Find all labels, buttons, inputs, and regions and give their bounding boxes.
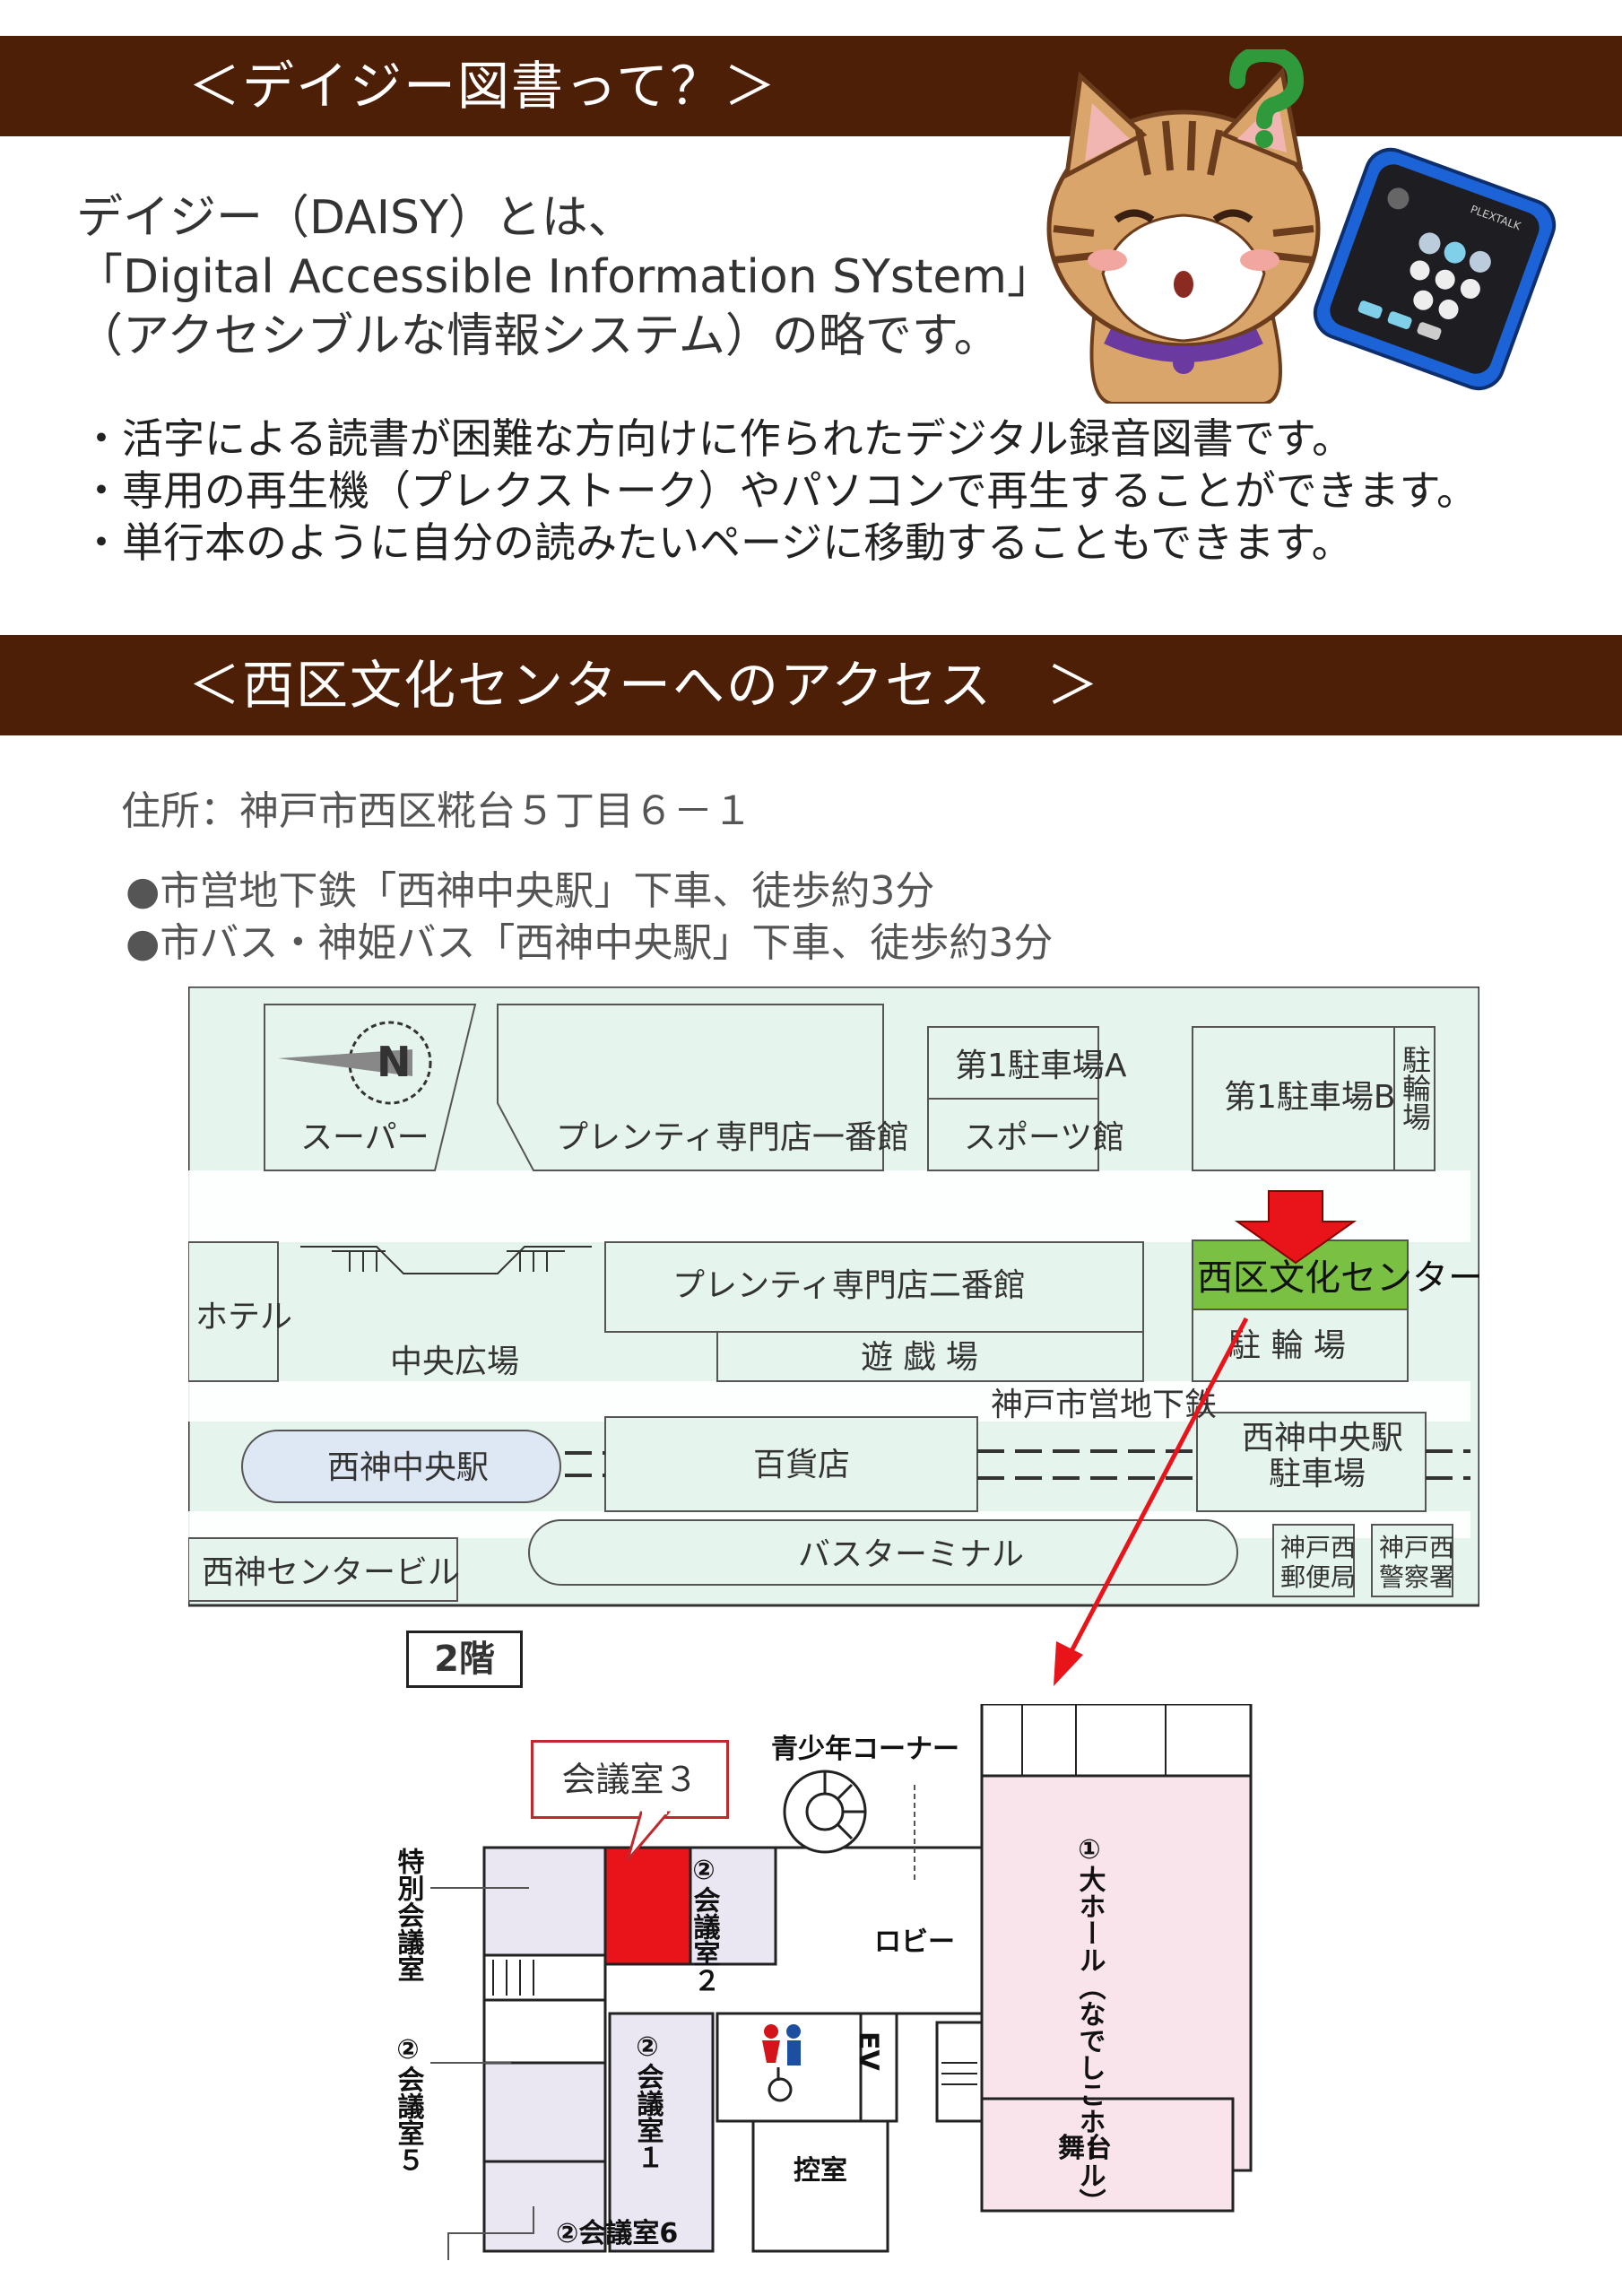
map-label-plaza: 中央広場 [390,1344,519,1380]
room3-callout: 会議室３ [531,1740,729,1819]
down-arrow-icon [1234,1190,1357,1265]
map-label-post-office-2: 郵便局 [1280,1562,1356,1592]
map-label-police: 神戸西 [1379,1533,1454,1562]
list-item: ・活字による読書が困難な方向けに作られたデジタル録音図書です。 [81,414,1354,463]
map-label-hotel: ホテル [195,1299,292,1335]
map-label-plenty2: プレンティ専門店二番館 [672,1267,1026,1304]
daisy-intro: デイジー（DAISY）とは、 「Digital Accessible Infor… [76,188,1054,366]
route-list: ●市営地下鉄「西神中央駅」下車、徒歩約3分 ●市バス・神姫バス「西神中央駅」下車… [126,865,1053,970]
floor-label-room1: ②会議室１ [632,2031,664,2170]
question-mark-icon [1229,49,1305,148]
floor-label-hall: ①大ホール（なでしこホール） [1074,1834,1106,2215]
north-label: N [377,1038,412,1086]
map-label-center-bldg: 西神センタービル [202,1554,460,1591]
map-label-station: 西神中央駅 [327,1449,489,1486]
area-map: N スーパー プレンティ専門店一番館 第1駐車場A スポーツ館 第1駐車場B 駐… [188,987,1479,1607]
map-label-post-office: 神戸西 [1280,1533,1356,1562]
floor-label-room2: ②会議室２ [689,1855,721,1994]
floor-label-ev: EV [853,2031,884,2071]
map-label-police-2: 警察署 [1379,1562,1454,1592]
section-heading-access: ＜西区文化センターへのアクセス ＞ [0,635,1622,735]
floor-label-lobby: ロビー [874,1926,955,1958]
map-label-subway: 神戸市営地下鉄 [991,1387,1217,1423]
list-item: ・単行本のように自分の読みたいページに移動することもできます。 [81,518,1353,567]
map-label-parking-b: 第1駐車場B [1224,1079,1396,1116]
floor-label-room6: ②会議室6 [556,2218,678,2249]
room3-callout-text: 会議室３ [561,1760,698,1799]
map-label-arcade: 遊 戯 場 [861,1339,978,1376]
address: 住所：神戸市西区糀台５丁目６－１ [121,788,752,834]
section-heading-text: ＜西区文化センターへのアクセス ＞ [188,655,1101,716]
section-heading-text: ＜デイジー図書って？＞ [188,56,778,117]
spiral-stairs-icon [783,1770,867,1854]
section-heading-daisy: ＜デイジー図書って？＞ [0,36,1622,136]
floor-label-waiting: 控室 [794,2155,847,2187]
map-label-station-parking: 西神中央駅 [1242,1420,1403,1457]
daisy-player-device-icon: PLEXTALK [1313,147,1557,391]
map-label-supermarket: スーパー [300,1119,429,1156]
map-label-bicycle-lot: 駐 輪 場 [1228,1327,1346,1364]
accessible-icon [768,2067,793,2102]
map-label-culture-center: 西区文化センター [1197,1257,1479,1299]
map-label-sports: スポーツ館 [964,1119,1124,1156]
pointer-arrow-icon [1054,1317,1249,1686]
intro-line: （アクセシブルな情報システム）の略です。 [76,309,1001,363]
list-item: ●市営地下鉄「西神中央駅」下車、徒歩約3分 [126,868,935,914]
floor-label-special-room: 特別会議室 [395,1848,425,1982]
restroom-icon [762,2024,801,2066]
intro-line: 「Digital Accessible Information SYstem」 [76,250,1054,304]
map-label-bus-terminal: バスターミナル [798,1536,1024,1573]
map-label-parking-a: 第1駐車場A [955,1048,1127,1084]
floor-label-stage: 舞台 [1058,2133,1112,2164]
list-item: ・専用の再生機（プレクストーク）やパソコンで再生することができます。 [81,466,1479,515]
floor-label-room5: ②会議室５ [395,2034,425,2173]
map-label-plenty1: プレンティ専門店一番館 [556,1119,909,1156]
callout-pointer [626,1811,672,1861]
north-arrow-icon: N [278,1021,432,1105]
map-label-bicycle-lot-v: 駐輪場 [1398,1045,1432,1131]
map-label-dept-store: 百貨店 [753,1447,850,1483]
floor-plan: 青少年コーナー 特別会議室 ②会議室２ ロビー ①大ホール（なでしこホール） ②… [395,1704,1253,2260]
list-item: ●市バス・神姫バス「西神中央駅」下車、徒歩約3分 [126,920,1054,966]
floor-label-youth-corner: 青少年コーナー [771,1734,959,1765]
daisy-feature-list: ・活字による読書が困難な方向けに作られたデジタル録音図書です。 ・専用の再生機（… [81,413,1478,569]
map-label-station-parking-2: 駐車場 [1269,1456,1366,1492]
floor-label-text: 2階 [434,1639,495,1680]
floor-label: 2階 [406,1631,523,1688]
intro-line: デイジー（DAISY）とは、 [76,191,635,245]
